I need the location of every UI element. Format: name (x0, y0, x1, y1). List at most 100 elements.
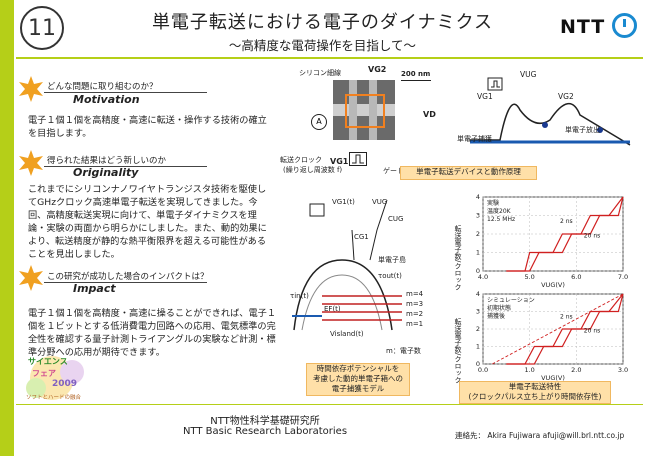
scale-label: 200 nm (401, 70, 431, 78)
vg2-label: VG2 (368, 65, 387, 74)
level-m4: m=4 (406, 290, 424, 298)
x-tick-label: 0.0 (478, 366, 488, 374)
model-caption-line-1: 時間依存ポテンシャルを (316, 364, 400, 373)
legend-entry: 12.5 MHz (487, 216, 515, 223)
starburst-icon (19, 76, 43, 102)
model-caption-line-3: 電子捕獲モデル (331, 384, 385, 393)
badge-sub: ソフトとハードの融合 (26, 395, 82, 401)
model-figure: VG1(t) VUG CUG CG1 単電子島 τout(t) τin(t) E… (282, 190, 442, 405)
contact-label: 連絡先： (455, 431, 485, 440)
level-m1: m=1 (406, 320, 424, 328)
x-tick-label: 3.0 (618, 366, 628, 374)
vg2-right-label: VG2 (558, 92, 574, 101)
y-tick-label: 3 (476, 308, 480, 316)
model-caption-line-2: 考慮した動的単電子箱への (313, 374, 403, 383)
plots-caption-line-2: (クロックパルス立ち上がり時間依存性) (468, 392, 602, 401)
section-rule (44, 166, 207, 167)
org-name-jp: NTT物性科学基礎研究所 (210, 416, 320, 427)
island-label: 単電子島 (378, 256, 406, 264)
y-tick-label: 2 (476, 325, 480, 333)
x-tick-label: 5.0 (524, 273, 534, 281)
motivation-question: どんな問題に取り組むのか？ (47, 82, 158, 92)
series-line (506, 196, 624, 272)
section-rule (44, 92, 207, 93)
badge-line-1: サイエンス (28, 357, 68, 366)
poster-number: 11 (20, 6, 64, 50)
annotation-label: 2 ns (560, 314, 573, 321)
potential-diagram (292, 199, 402, 331)
badge-line-2: フェア (32, 369, 56, 378)
clock-label: 転送クロック (280, 156, 322, 164)
level-m3: m=3 (406, 300, 424, 308)
originality-body: これまでにシリコンナノワイヤトランジスタ技術を駆使してGHzクロック高速単電子転… (28, 184, 267, 260)
motivation-body: 電子１個１個を高精度・高速に転送・操作する技術の確立を目指します。 (28, 115, 267, 139)
gate-label: ゲート (383, 167, 404, 175)
legend-entry: 捕獲後 (487, 312, 505, 320)
v-island-label: Visland(t) (330, 330, 364, 338)
x-tick-label: 7.0 (618, 273, 628, 281)
section-rule (44, 282, 207, 283)
legend-entry: 実験 (487, 199, 499, 207)
capture-label: 単電子捕獲 (457, 135, 492, 143)
y-tick-label: 4 (476, 290, 480, 298)
contact-email[interactable]: afuji@will.brl.ntt.co.jp (542, 431, 625, 440)
impact-heading: Impact (73, 282, 116, 295)
clock-pulse-icon (349, 152, 367, 166)
badge-graphic (26, 356, 84, 400)
y-tick-label: 4 (476, 193, 480, 201)
vug-model-label: VUG (372, 198, 388, 206)
y-axis-label-top: 転送電子数/クロック (454, 225, 462, 291)
legend-entry: シミュレーション (487, 297, 535, 304)
accent-bar (0, 0, 14, 456)
header-rule (16, 57, 643, 59)
contact-line: 連絡先： Akira Fujiwara afuji@will.brl.ntt.c… (455, 430, 624, 441)
model-caption: 時間依存ポテンシャルを 考慮した動的単電子箱への 電子捕獲モデル (306, 363, 410, 396)
m-note-label: m：電子数 (386, 347, 421, 355)
legend-entry: 温度20K (487, 207, 512, 215)
ef-label: EF(t) (324, 305, 341, 313)
org-name-en: NTT Basic Research Laboratories (182, 426, 348, 437)
contact-name: Akira Fujiwara (487, 431, 541, 440)
x-tick-label: 4.0 (478, 273, 488, 281)
x-axis-label: VUG(V) (541, 281, 565, 289)
tau-in-label: τin(t) (290, 292, 309, 300)
plots-caption: 単電子転送特性 (クロックパルス立ち上がり時間依存性) (459, 381, 611, 404)
device-figure: シリコン細線 VG2 200 nm VD A VG1 ゲート 転送クロック (繰… (275, 62, 645, 187)
originality-heading: Originality (73, 166, 139, 179)
impact-body: 電子１個１個を高精度・高速に操ることができれば、電子１個を１ビットとする低消費電… (28, 308, 277, 358)
operation-principle-diagram (470, 77, 631, 146)
silicon-wire-label: シリコン細線 (299, 69, 341, 77)
annotation-label: 20 ns (584, 328, 600, 335)
page-title: 単電子転送における電子のダイナミクス (151, 12, 494, 33)
science-fair-badge: サイエンス フェア 2009 ソフトとハードの融合 (22, 352, 92, 404)
page-subtitle: ～高精度な電荷操作を目指して～ (228, 38, 417, 53)
cug-label: CUG (388, 215, 404, 223)
y-tick-label: 1 (476, 249, 480, 257)
x-tick-label: 6.0 (571, 273, 581, 281)
vg1-right-label: VG1 (477, 92, 493, 101)
y-tick-label: 2 (476, 230, 480, 238)
emit-label: 単電子放出 (565, 126, 600, 134)
vg1-label: VG1 (330, 157, 349, 166)
tau-out-label: τout(t) (378, 272, 402, 280)
level-m2: m=2 (406, 310, 424, 318)
y-axis-label-bottom: 転送電子数/クロック (454, 318, 462, 384)
y-tick-label: 3 (476, 212, 480, 220)
badge-year: 2009 (52, 379, 78, 389)
plots-caption-line-1: 単電子転送特性 (508, 382, 562, 391)
motivation-heading: Motivation (73, 93, 140, 106)
legend-entry: 初期状態 (487, 304, 511, 312)
ntt-logo-text: NTT (560, 16, 606, 38)
ntt-logo-icon (612, 13, 637, 38)
annotation-label: 2 ns (560, 218, 573, 225)
x-axis-label: VUG(V) (541, 374, 565, 382)
vg1t-label: VG1(t) (332, 198, 355, 206)
clock-sub-label: (繰り返し周波数 f) (283, 166, 343, 174)
starburst-icon (19, 150, 43, 176)
vd-label: VD (423, 110, 436, 119)
originality-question: 得られた結果はどう新しいのか (47, 156, 167, 166)
x-tick-label: 2.0 (571, 366, 581, 374)
vug-label: VUG (520, 70, 537, 79)
